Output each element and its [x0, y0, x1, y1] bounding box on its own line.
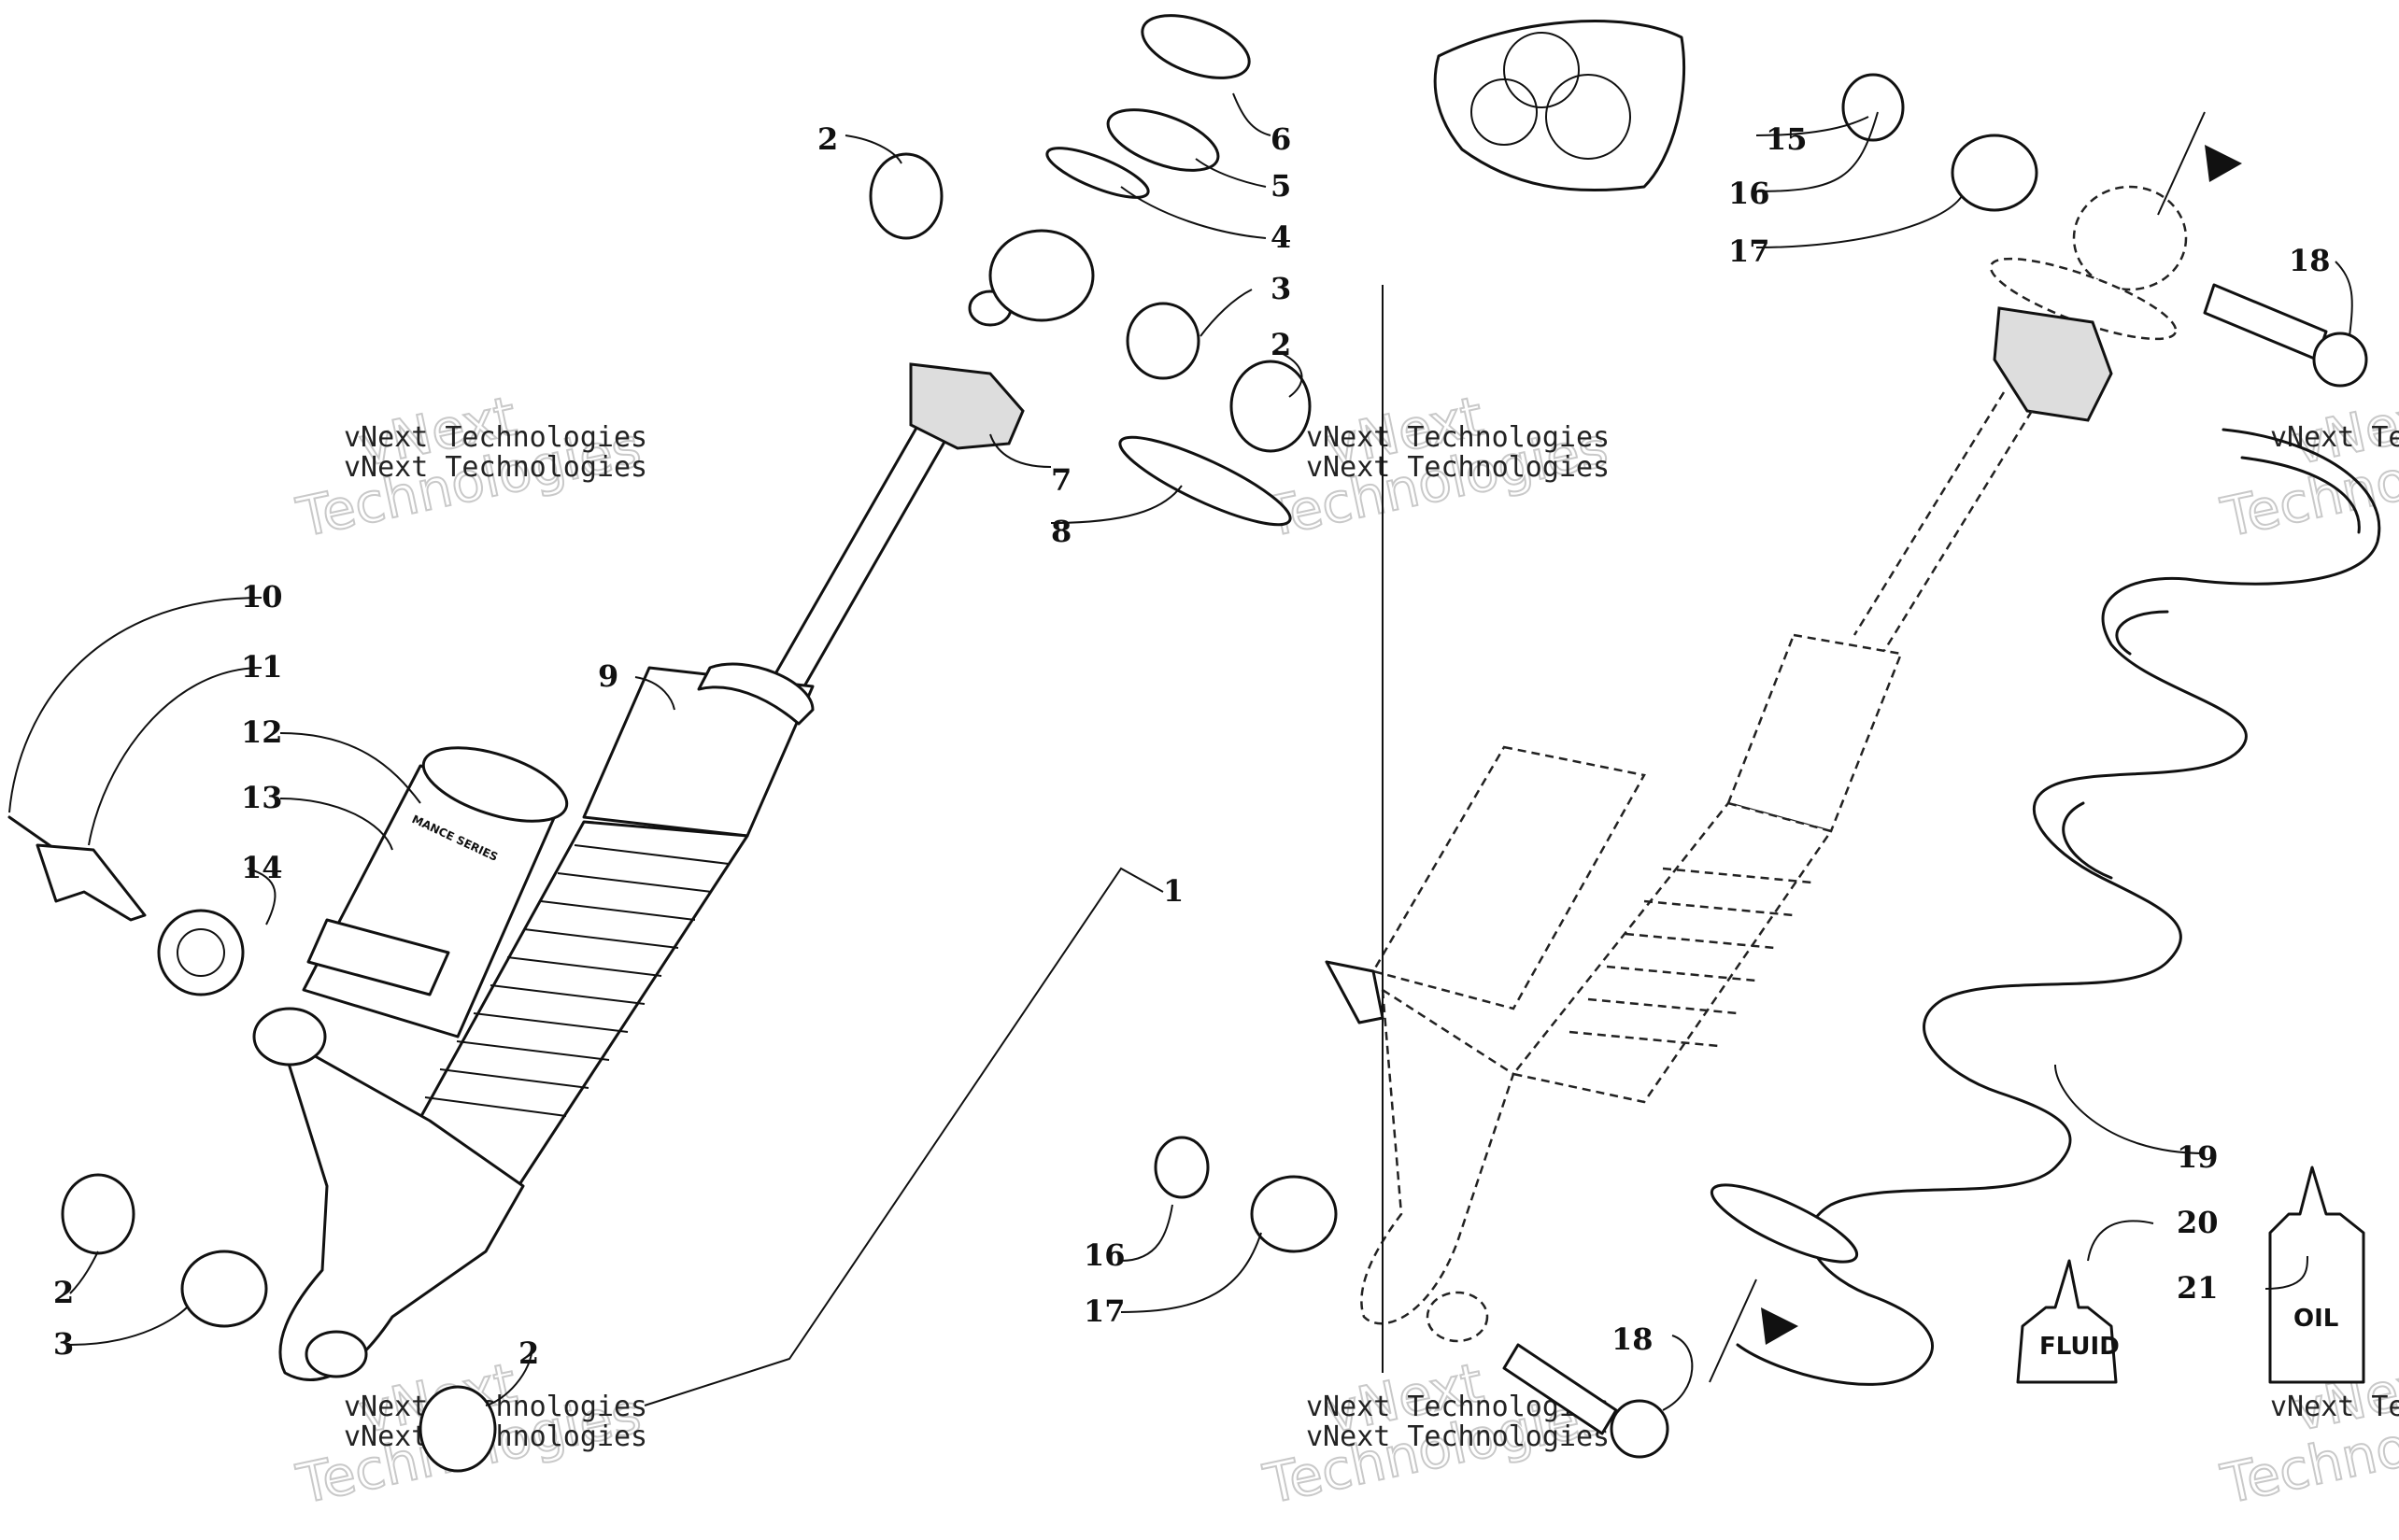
part-20-fluid-bottle [2016, 1259, 2118, 1384]
callout-2: 2 [1270, 327, 1291, 362]
callout-3: 3 [1270, 271, 1291, 306]
compression-adjuster [252, 1007, 327, 1067]
part-21-oil-bottle [2268, 1166, 2365, 1384]
shock-shaft [772, 395, 964, 693]
callout-15: 15 [1766, 121, 1808, 157]
callout-3: 3 [53, 1326, 74, 1362]
lower-eye [305, 1330, 368, 1378]
left-shock-assembly: MANCE SERIES [252, 290, 1025, 1381]
section-arrow-top [2205, 145, 2242, 182]
callouts: 1 2 2 2 2 3 3 4 5 6 7 8 9 10 11 12 13 14… [53, 121, 2331, 1371]
section-arrow-bottom [1761, 1307, 1798, 1345]
callout-13: 13 [241, 780, 283, 815]
part-18-bolt-head [2312, 332, 2368, 388]
part-2-bushing [61, 1173, 135, 1255]
part-4-washer [1045, 147, 1150, 199]
left-parts [7, 14, 1686, 1473]
part-2-bushing [419, 1385, 497, 1473]
callout-2: 2 [817, 121, 838, 157]
upper-eye-phantom [2072, 185, 2188, 291]
callout-16: 16 [1728, 176, 1770, 211]
callout-20: 20 [2177, 1205, 2219, 1240]
shaft-phantom [1852, 391, 2006, 636]
callout-5: 5 [1270, 168, 1291, 204]
lower-eye-phantom [1426, 1291, 1489, 1343]
callout-4: 4 [1270, 219, 1291, 255]
part-16-nut [1841, 73, 1905, 142]
seal-ring [1503, 32, 1580, 108]
callout-21: 21 [2177, 1270, 2219, 1306]
callout-8: 8 [1051, 514, 1072, 549]
part-8-spring-retainer [1118, 435, 1292, 527]
part-18-bolt [2203, 283, 2328, 361]
callout-18: 18 [1611, 1321, 1654, 1357]
warning-label [306, 918, 450, 996]
callout-14: 14 [241, 850, 283, 885]
part-17-spacer [1250, 1175, 1338, 1253]
shock-lower-body [278, 1035, 525, 1381]
section-line-bottom [1709, 1279, 1757, 1383]
bump-stop-phantom [1993, 306, 2113, 422]
part-16-nut [1154, 1136, 1210, 1199]
callout-6: 6 [1270, 121, 1291, 157]
part-14-dial-inner [177, 928, 225, 977]
callout-19: 19 [2177, 1139, 2219, 1175]
part-18-bolt-head [1610, 1399, 1669, 1459]
part-5-ring [1106, 108, 1220, 172]
callout-2: 2 [518, 1335, 539, 1371]
part-3-spacer [180, 1250, 268, 1328]
part-2-bushing [1229, 360, 1312, 453]
callout-18: 18 [2289, 243, 2331, 278]
part-15-seal-kit [1433, 20, 1686, 192]
adjuster-knob-phantom [1325, 960, 1384, 1024]
callout-1: 1 [1163, 873, 1184, 909]
upper-body-phantom [1726, 633, 1903, 833]
part-3-spacer [1126, 302, 1200, 380]
reservoir-cap [421, 746, 569, 823]
part-11-knob [35, 843, 147, 922]
bump-stop [909, 362, 1025, 450]
part-6-nut [1141, 14, 1251, 79]
callout-17: 17 [1084, 1293, 1126, 1329]
callout-9: 9 [598, 658, 618, 694]
watermark-caption: vNext Technologies [1306, 451, 1610, 484]
spring-seat-lower [1710, 1183, 1859, 1264]
watermark-caption: vNext Technologies [344, 451, 647, 484]
part-17-spacer [1951, 134, 2038, 212]
spring-coil-inner [2062, 456, 2361, 880]
leader-lines [8, 92, 2353, 1411]
callout-11: 11 [241, 649, 283, 685]
callout-7: 7 [1051, 462, 1072, 498]
callout-12: 12 [241, 714, 283, 750]
watermark-caption: vNext Technologies [1306, 421, 1610, 454]
fluid-label: FLUID [2039, 1333, 2120, 1361]
callout-10: 10 [241, 579, 283, 615]
part-18-bolt [1502, 1343, 1618, 1435]
watermark-caption: vNext Technologies [2270, 421, 2399, 454]
body-ribs-phantom [1569, 867, 1813, 1048]
part-2-bushing [869, 152, 944, 240]
reservoir-phantom [1371, 745, 1646, 1010]
watermark-caption: vNext Technologies [1306, 1420, 1610, 1453]
shaft-phantom [1881, 410, 2034, 655]
watermark-caption: vNext Technologies [344, 1391, 647, 1423]
part-14-dial [157, 909, 245, 996]
part-10-screw [7, 815, 58, 852]
section-line-top [2157, 111, 2206, 216]
callout-17: 17 [1728, 233, 1770, 269]
watermark-caption: vNext Technologies [2270, 1391, 2399, 1423]
seal-ring [1470, 78, 1538, 146]
spring-seat [697, 662, 815, 726]
callout-16: 16 [1084, 1237, 1126, 1273]
seal-ring [1545, 74, 1631, 160]
right-shock-assembly [1325, 185, 2188, 1343]
lower-body-phantom [1360, 987, 1515, 1325]
eye-sleeve-top [988, 229, 1095, 322]
callout-2: 2 [53, 1275, 74, 1310]
body-ribs [424, 844, 730, 1117]
watermark-caption: vNext Technologies [344, 421, 647, 454]
right-parts: FLUID OIL [1154, 73, 2368, 1459]
oil-label: OIL [2293, 1305, 2338, 1333]
